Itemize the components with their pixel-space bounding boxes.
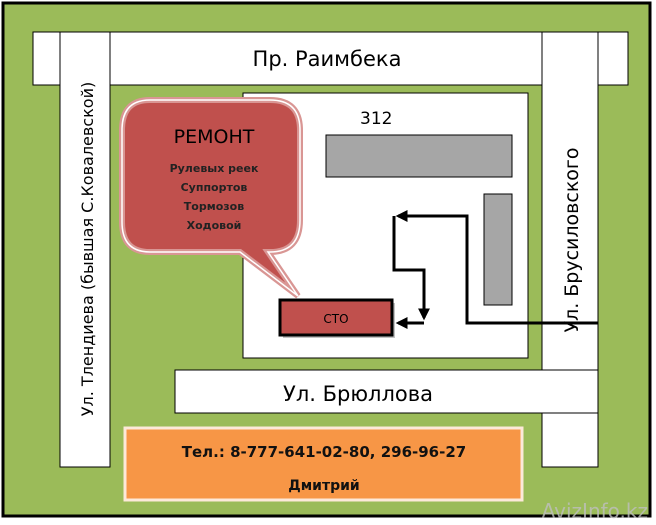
callout-title: РЕМОНТ <box>174 126 255 148</box>
street-label-bottom: Ул. Брюллова <box>283 382 433 406</box>
callout-item: Суппортов <box>181 181 248 194</box>
building <box>325 134 513 178</box>
block-number: 312 <box>360 109 392 129</box>
sto-label: СТО <box>323 312 348 326</box>
building <box>483 193 513 306</box>
watermark: AvizInfo.kz <box>542 499 648 523</box>
street-label-top: Пр. Раимбека <box>253 47 402 71</box>
road-top <box>32 31 629 86</box>
contact-phone: Тел.: 8-777-641-02-80, 296-96-27 <box>182 443 466 461</box>
street-label-right: Ул. Брусиловского <box>561 147 583 332</box>
street-label-left: Ул. Тлендиева (бывшая С.Ковалевской) <box>78 82 97 416</box>
contact-box <box>123 426 524 502</box>
callout-item: Рулевых реек <box>170 162 259 175</box>
route-arrow <box>395 210 598 325</box>
callout-item: Тормозов <box>184 200 244 213</box>
sto-box <box>278 298 394 337</box>
callout-item: Ходовой <box>187 219 242 232</box>
route-arrow <box>392 216 430 321</box>
road-bottom <box>174 369 599 414</box>
road-left <box>59 31 111 468</box>
contact-name: Дмитрий <box>288 478 359 494</box>
